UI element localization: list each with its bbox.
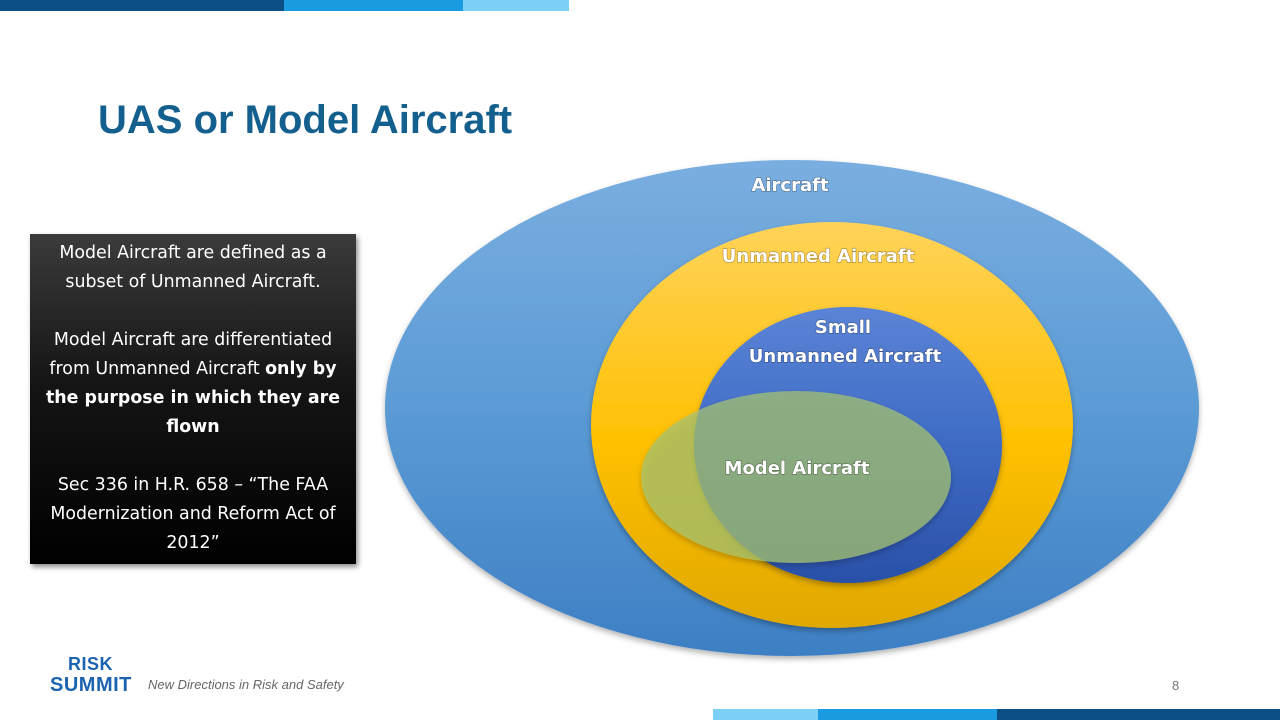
unmanned-aircraft-label: Unmanned Aircraft <box>722 246 915 267</box>
page-number: 8 <box>1172 678 1180 693</box>
logo-line-summit: SUMMIT <box>50 674 132 696</box>
slide-title: UAS or Model Aircraft <box>98 98 513 142</box>
definition-para-2-bold: only by the purpose in which they are fl… <box>45 359 341 437</box>
definition-para-2-normal: Model Aircraft are differentiated from U… <box>49 330 333 379</box>
definition-para-1: Model Aircraft are defined as a subset o… <box>59 243 327 292</box>
model-aircraft-label: Model Aircraft <box>725 458 870 479</box>
definition-para-2: Model Aircraft are differentiated from U… <box>36 326 350 442</box>
small-unmanned-label-line1: Small <box>815 317 871 338</box>
top-bar-light <box>463 0 569 11</box>
aircraft-label: Aircraft <box>751 175 829 196</box>
bottom-bar-mid <box>818 709 997 720</box>
logo-line-risk: RISK <box>68 654 114 674</box>
definition-para-3: Sec 336 in H.R. 658 – “The FAA Moderniza… <box>50 475 336 553</box>
top-bar-dark <box>0 0 284 11</box>
definition-textbox: Model Aircraft are defined as a subset o… <box>30 234 356 564</box>
model-aircraft-ellipse <box>641 391 951 563</box>
small-unmanned-label-line2: Unmanned Aircraft <box>749 346 942 367</box>
bottom-bar-light <box>713 709 818 720</box>
footer-tagline: New Directions in Risk and Safety <box>148 677 344 692</box>
top-bar-mid <box>284 0 463 11</box>
bottom-bar-dark <box>997 709 1280 720</box>
